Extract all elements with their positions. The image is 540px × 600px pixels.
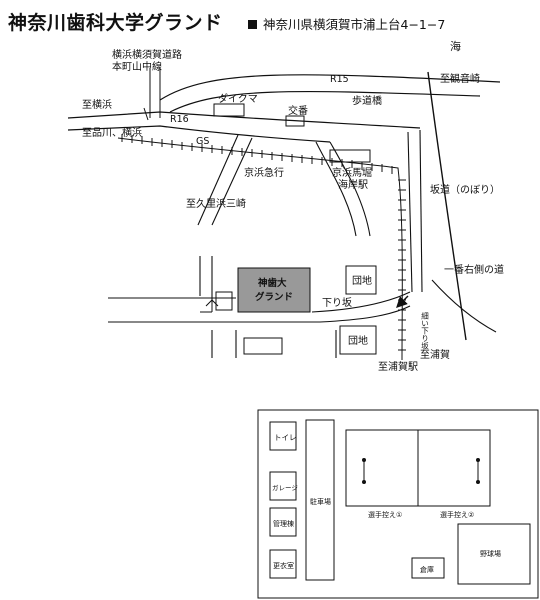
- label-locker: 更衣室: [273, 561, 294, 570]
- label-r15: R15: [330, 74, 349, 85]
- locker-box: [269, 549, 297, 579]
- mgmt-box: [269, 507, 297, 537]
- label-field2: 選手控え②: [440, 510, 474, 519]
- road-r15: [159, 74, 501, 101]
- label-to-shinagawa: 至品川、横浜: [82, 126, 142, 139]
- route-arrow: [200, 300, 213, 313]
- road-kurihama-2: [211, 137, 253, 226]
- road-r16-top: [67, 111, 421, 129]
- storage-box: [411, 557, 445, 579]
- goal-post-dot: [362, 458, 366, 462]
- toilet-box: [269, 421, 297, 451]
- label-baseball: 野球場: [480, 549, 501, 558]
- label-ground1: 神歯大: [258, 277, 287, 289]
- label-mgmt: 管理棟: [273, 519, 294, 528]
- label-to-kurihama: 至久里浜三崎: [186, 197, 246, 210]
- label-field1: 選手控え①: [368, 510, 402, 519]
- label-uraga-station: 至浦賀駅: [378, 360, 418, 373]
- road-downhill-bottom: [236, 305, 411, 323]
- coast-line: [427, 71, 467, 341]
- field1-box: [345, 429, 419, 507]
- ground-building: [237, 267, 311, 313]
- goal-post-dot: [362, 480, 366, 484]
- label-ground2: グランド: [255, 291, 293, 303]
- road-far-right: [431, 279, 497, 333]
- label-gs: GS: [196, 136, 209, 147]
- field2-box: [417, 429, 491, 507]
- road-downhill-top: [311, 291, 411, 313]
- road-slope-right: [419, 129, 423, 293]
- label-daikuma: ダイクマ: [218, 92, 258, 105]
- label-r16: R16: [170, 114, 189, 125]
- label-koban: 交番: [288, 104, 308, 117]
- small-building: [215, 291, 233, 311]
- bullet-square-icon: [248, 20, 257, 29]
- label-storage: 倉庫: [420, 565, 434, 574]
- lower-building: [243, 337, 283, 355]
- road-station-1: [315, 141, 357, 237]
- sea-label: 海: [450, 39, 461, 53]
- road-kurihama-1: [197, 134, 239, 226]
- parking-box: [305, 419, 335, 581]
- label-narrow-downhill: 細い下り坂: [420, 311, 429, 351]
- road-slope-left: [407, 131, 413, 293]
- label-station-horibori2: 海岸駅: [338, 178, 368, 191]
- label-to-uraga: 至浦賀: [420, 348, 450, 361]
- label-garage: ガレージ: [272, 483, 298, 492]
- label-to-kannonzaki: 至観音崎: [440, 72, 480, 85]
- goal-post-dot: [476, 480, 480, 484]
- label-to-yokohama: 至横浜: [82, 98, 112, 111]
- road-station-2: [329, 141, 371, 237]
- facility-border: [257, 409, 539, 599]
- label-toilet: トイレ: [274, 433, 297, 442]
- label-housing1: 団地: [352, 274, 372, 287]
- label-housing2: 団地: [348, 334, 368, 347]
- road-r16-bottom: [67, 125, 331, 143]
- road-r15-inner: [169, 90, 481, 113]
- station-building: [329, 149, 371, 163]
- label-bus-route2: 本町山中線: [112, 60, 162, 73]
- label-downhill: 下り坂: [322, 297, 352, 309]
- address: 神奈川県横須賀市浦上台4−1−7: [248, 14, 445, 33]
- garage-box: [269, 471, 297, 501]
- label-slope: 坂道（のぼり）: [430, 183, 500, 196]
- label-footbridge: 歩道橋: [352, 94, 382, 107]
- daikuma-building: [213, 103, 245, 117]
- page-title: 神奈川歯科大学グランド: [8, 12, 223, 34]
- housing-building-2: [339, 325, 377, 355]
- label-station-horibori: 京浜馬堀: [332, 166, 372, 179]
- label-right-road: 一番右側の道: [444, 263, 504, 276]
- label-bus-route: 横浜横須賀道路: [112, 48, 182, 61]
- baseball-box: [457, 523, 531, 585]
- address-text: 神奈川県横須賀市浦上台4−1−7: [263, 17, 446, 32]
- koban-building: [285, 115, 305, 127]
- housing-building-1: [345, 265, 377, 295]
- label-parking: 駐車場: [310, 497, 331, 506]
- facility-layout: [257, 409, 539, 599]
- goal-post-dot: [476, 458, 480, 462]
- label-keikyu: 京浜急行: [244, 166, 284, 179]
